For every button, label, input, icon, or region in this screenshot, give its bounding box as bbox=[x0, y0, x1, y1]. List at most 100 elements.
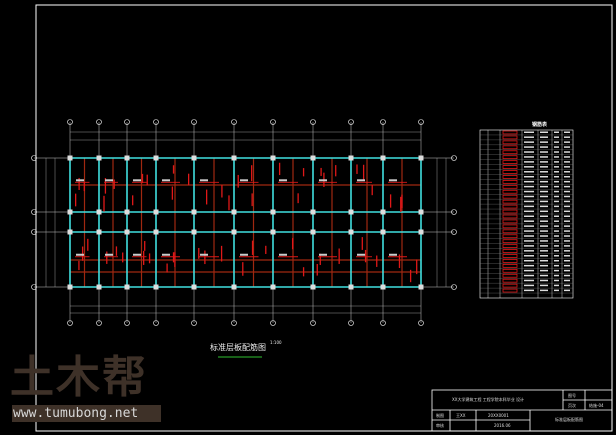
column bbox=[96, 284, 102, 290]
rebar-shape bbox=[502, 145, 518, 150]
table-cell-text bbox=[564, 225, 570, 227]
table-cell-text bbox=[554, 151, 559, 153]
column bbox=[96, 229, 102, 235]
table-cell-text bbox=[540, 240, 548, 242]
axis-bubble bbox=[31, 284, 37, 290]
column bbox=[124, 209, 130, 215]
rebar-label bbox=[76, 253, 84, 256]
table-cell-text bbox=[554, 279, 559, 282]
sheet-no: 结施-04 bbox=[589, 403, 604, 408]
rebar-shape bbox=[502, 140, 518, 145]
table-cell-text bbox=[524, 279, 534, 282]
table-cell-text bbox=[554, 274, 559, 277]
column bbox=[124, 284, 130, 290]
table-cell-text bbox=[524, 171, 534, 173]
table-cell-text bbox=[540, 185, 548, 188]
table-cell-text bbox=[564, 166, 570, 168]
rebar-label bbox=[200, 179, 208, 182]
table-cell-text bbox=[554, 240, 559, 242]
table-cell-text bbox=[540, 146, 548, 148]
table-cell-text bbox=[524, 230, 534, 232]
table-cell-text bbox=[554, 161, 559, 163]
rebar-label bbox=[105, 179, 113, 182]
table-cell-text bbox=[564, 175, 570, 178]
column bbox=[124, 229, 130, 235]
table-cell-text bbox=[524, 240, 534, 242]
table-cell-text bbox=[524, 175, 534, 178]
drawer-name: 王XX bbox=[456, 413, 466, 418]
drawing-frame bbox=[35, 4, 613, 432]
column bbox=[153, 284, 159, 290]
table-cell-text bbox=[540, 284, 548, 287]
table-cell-text bbox=[540, 131, 548, 133]
table-cell-text bbox=[524, 166, 534, 168]
axis-bubble bbox=[380, 119, 386, 125]
table-cell-text bbox=[540, 156, 548, 158]
column bbox=[310, 229, 316, 235]
column bbox=[231, 209, 237, 215]
table-cell-text bbox=[540, 200, 548, 203]
table-cell-text bbox=[540, 171, 548, 173]
column bbox=[348, 229, 354, 235]
axis-bubble bbox=[451, 284, 457, 290]
table-cell-text bbox=[524, 161, 534, 163]
table-cell-text bbox=[524, 274, 534, 277]
table-cell-text bbox=[540, 175, 548, 178]
axis-bubble bbox=[96, 119, 102, 125]
axis-bubble bbox=[191, 119, 197, 125]
column bbox=[231, 155, 237, 161]
rebar-shape bbox=[502, 184, 518, 189]
table-cell-text bbox=[564, 156, 570, 158]
table-cell-text bbox=[554, 205, 559, 208]
column bbox=[270, 229, 276, 235]
rebar-shape bbox=[502, 194, 518, 199]
table-cell-text bbox=[540, 180, 548, 183]
rebar-shape bbox=[502, 170, 518, 174]
label-drawn: 制图 bbox=[436, 413, 444, 418]
table-cell-text bbox=[564, 264, 570, 267]
column bbox=[270, 284, 276, 290]
table-cell-text bbox=[524, 210, 534, 213]
table-cell-text bbox=[540, 195, 548, 198]
column bbox=[191, 209, 197, 215]
table-cell-text bbox=[564, 210, 570, 213]
axis-bubble bbox=[231, 119, 237, 125]
rebar-shape bbox=[502, 130, 518, 135]
rebar-shape bbox=[502, 175, 518, 179]
rebar-label bbox=[240, 179, 248, 182]
table-cell-text bbox=[554, 175, 559, 178]
column bbox=[67, 284, 73, 290]
rebar-label bbox=[240, 253, 248, 256]
rebar-label bbox=[279, 253, 287, 256]
table-cell-text bbox=[524, 190, 534, 193]
table-cell-text bbox=[564, 250, 570, 252]
table-cell-text bbox=[524, 156, 534, 158]
table-cell-text bbox=[540, 289, 548, 292]
table-cell-text bbox=[540, 215, 548, 217]
column bbox=[310, 209, 316, 215]
column bbox=[418, 284, 424, 290]
table-cell-text bbox=[554, 131, 559, 133]
table-cell-text bbox=[524, 284, 534, 287]
rebar-label bbox=[389, 179, 397, 182]
table-cell-text bbox=[564, 255, 570, 257]
plan-scale: 1:100 bbox=[270, 340, 282, 345]
table-cell-text bbox=[540, 259, 548, 262]
table-cell-text bbox=[524, 264, 534, 267]
table-cell-text bbox=[554, 289, 559, 292]
table-cell-text bbox=[554, 250, 559, 252]
rebar-shape bbox=[502, 180, 518, 184]
table-cell-text bbox=[564, 269, 570, 272]
table-cell-text bbox=[524, 235, 534, 237]
table-cell-text bbox=[524, 255, 534, 257]
table-cell-text bbox=[540, 225, 548, 227]
table-cell-text bbox=[554, 180, 559, 183]
axis-bubble bbox=[310, 320, 316, 326]
table-cell-text bbox=[564, 220, 570, 222]
table-cell-text bbox=[524, 289, 534, 292]
rebar-label bbox=[319, 179, 327, 182]
column bbox=[348, 284, 354, 290]
table-cell-text bbox=[524, 131, 534, 133]
table-cell-text bbox=[540, 166, 548, 168]
table-cell-text bbox=[540, 255, 548, 257]
